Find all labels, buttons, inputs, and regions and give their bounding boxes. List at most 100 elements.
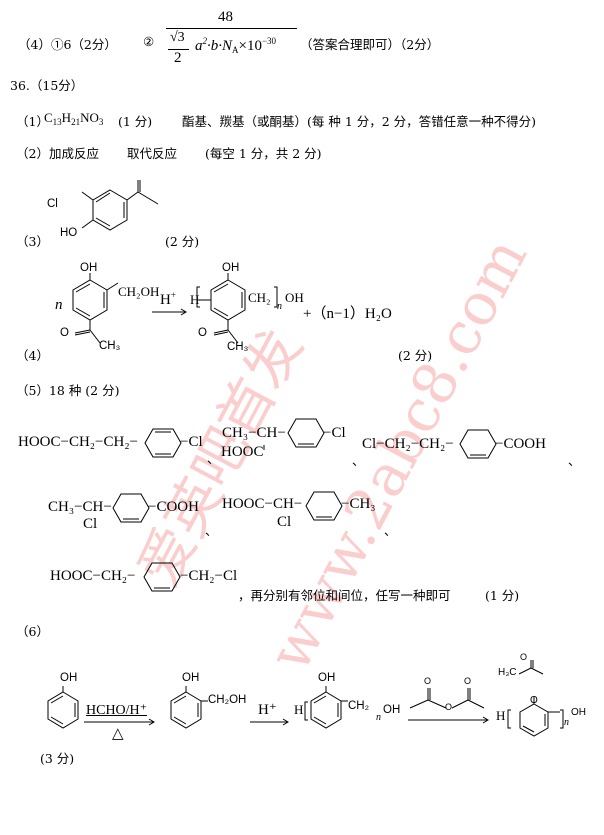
- p2-answer2: 取代反应: [127, 146, 178, 161]
- p5-note: ，再分别有邻位和间位，任写一种即可: [238, 588, 451, 603]
- benzene-ring-icon: [459, 429, 497, 459]
- f-H: H: [61, 110, 72, 125]
- cl-label: Cl: [47, 198, 58, 210]
- polymer-ch2: CH₂: [248, 290, 271, 305]
- reactant-structure: [72, 273, 119, 344]
- sqrt3: √3: [170, 30, 185, 45]
- structure-3: [81, 180, 159, 231]
- p1-answer: 酯基、羰基（或酮基）(每 种 1 分，2 分，答错任意一种不得分): [182, 114, 537, 129]
- ho-label: HO: [60, 227, 78, 239]
- f-3: 3: [98, 117, 104, 127]
- q4-note: （答案合理即可）（2分）: [300, 37, 440, 52]
- product-carbonyl-o: O: [520, 652, 528, 662]
- heat-delta: △: [112, 724, 124, 742]
- q4-circ2: ②: [143, 34, 155, 49]
- reaction-arrow: [84, 718, 155, 726]
- polymer-ch3: CH₃: [227, 341, 249, 353]
- p2-label: （2）加成反应: [16, 146, 99, 161]
- p5-score: (1 分): [485, 588, 520, 603]
- benzene-ring-icon: [305, 491, 343, 521]
- fraction-bar: [166, 28, 297, 29]
- hydroxybenzyl-structure: [170, 686, 208, 729]
- p6-label: （6）: [16, 624, 49, 639]
- formula-part: a2·b·NA×10−30: [195, 36, 276, 55]
- h-plus: H: [160, 292, 171, 308]
- times-ten: ×10: [238, 38, 262, 54]
- polymer6-structure: [304, 686, 348, 729]
- isomer6-chain: HOOC−CH₂−: [50, 568, 136, 584]
- p1-score: (1 分): [118, 114, 153, 129]
- isomer3-chain: Cl−CH₂−CH₂−: [362, 436, 454, 452]
- fraction-numerator: 48: [218, 9, 233, 25]
- p4-label: （4）: [16, 348, 49, 363]
- isomer5-chain: HOOC−CH−: [222, 496, 303, 512]
- isomer4-chain: CH₃−CH−: [48, 499, 112, 515]
- product-h: H: [496, 708, 506, 723]
- product-oh: OH: [571, 707, 586, 718]
- molecular-formula: C13H21NO3: [44, 110, 103, 127]
- isomer4-cooh: −COOH: [148, 499, 199, 515]
- isomer3-cooh: −COOH: [495, 436, 546, 452]
- product-n: n: [564, 717, 569, 728]
- hb-oh: OH: [182, 672, 200, 684]
- isomer2-chain: CH₃−CH−: [222, 425, 286, 441]
- hb-ch2oh: CH₂OH: [208, 694, 247, 706]
- reagent-hcho: HCHO/H⁺: [86, 703, 148, 718]
- isomer2-cl: −Cl: [323, 425, 346, 441]
- benzene-ring-icon: [144, 428, 182, 458]
- p6-score: (3 分): [40, 751, 75, 766]
- polymer6-ch2: CH₂: [348, 700, 370, 712]
- q36-title: 36.（15分）: [10, 78, 84, 93]
- isomer4-cl: Cl: [83, 516, 98, 532]
- reactant-oh: OH: [80, 262, 98, 274]
- reactant-ch3: CH₃: [99, 340, 121, 352]
- polymer6-n: n: [376, 712, 381, 723]
- var-b-NA: ·b·N: [207, 38, 233, 54]
- p2-score: (每空 1 分，共 2 分): [205, 146, 322, 161]
- f-13: 13: [52, 117, 62, 127]
- sep1: 、: [207, 451, 220, 466]
- p4-score: (2 分): [398, 348, 433, 363]
- benzene-ring-icon: [112, 493, 150, 523]
- phenol-oh: OH: [60, 672, 78, 684]
- product-structure: [507, 660, 564, 737]
- sep4: 、: [205, 523, 218, 538]
- acetic-anhydride-structure: [408, 688, 489, 724]
- sub-A: A: [232, 45, 239, 55]
- p3-score: (2 分): [165, 234, 200, 249]
- sep3: 、: [568, 453, 581, 468]
- p5-label: （5）18 种 (2 分): [16, 383, 120, 398]
- sub-fraction-bar: [168, 49, 189, 50]
- isomer5-ch3: −CH₃: [341, 496, 376, 512]
- sep2: 、: [352, 453, 365, 468]
- benzene-ring-icon: [143, 562, 181, 592]
- anh-o2: O: [445, 702, 453, 712]
- product-h3c: H₃C: [498, 667, 517, 678]
- polymer-n: n: [277, 301, 282, 312]
- sqrt-denominator: 2: [174, 50, 182, 66]
- reactant-o: O: [60, 327, 69, 339]
- isomer6-ch2cl: −CH₂−Cl: [180, 568, 238, 584]
- p3-label: （3）: [16, 234, 49, 249]
- polymer-oh-end: OH: [285, 290, 304, 305]
- exp-neg30: −30: [261, 36, 277, 46]
- polymer-oh: OH: [222, 262, 240, 274]
- anh-o1: O: [424, 676, 432, 686]
- water-term: +（n−1）H₂O: [303, 306, 392, 322]
- isomer1-chain: HOOC−CH₂−CH₂−: [18, 434, 139, 450]
- polymer-h: H: [190, 292, 200, 307]
- f-NO: NO: [80, 110, 99, 125]
- catalyst-hplus: H+: [160, 290, 176, 308]
- exp2: 2: [202, 36, 208, 46]
- reaction-arrow: [250, 718, 289, 726]
- reactant-ch2oh: CH₂OH: [118, 284, 160, 299]
- var-a: a: [195, 38, 203, 54]
- isomer1-cl: −Cl: [180, 434, 203, 450]
- polymer-o: O: [198, 327, 207, 339]
- anh-o3: O: [464, 676, 472, 686]
- q4-label: （4）①6（2分）: [18, 37, 117, 52]
- isomer2-hooc: HOOC: [221, 444, 264, 460]
- reaction-arrow: [152, 308, 187, 316]
- isomer5-cl: Cl: [277, 514, 292, 530]
